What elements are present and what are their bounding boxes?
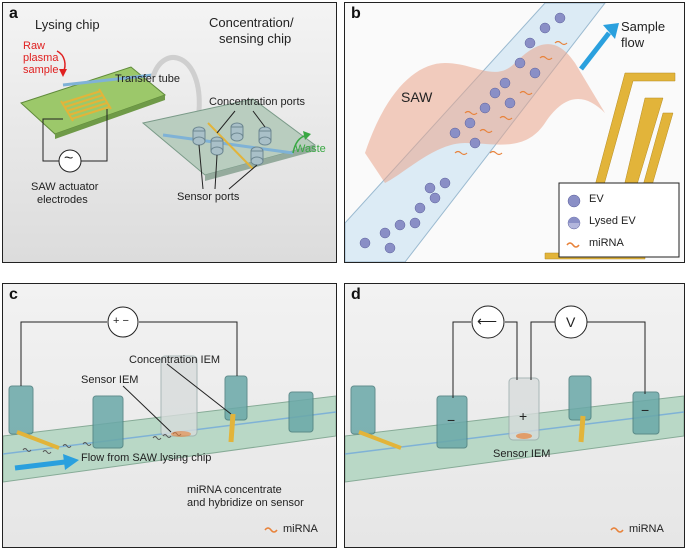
panel-d: d ⟵ V − + − Sensor IEM miRNA [344,283,685,548]
left-iem [358,430,402,450]
voltmeter-icon [554,305,588,339]
panel-b-letter: b [351,5,361,22]
power-source-icon [107,306,139,338]
mirna-strands [454,40,568,156]
legend-mirna-icon [566,242,580,248]
evs [359,12,566,254]
ac-symbol: ~ [64,150,74,167]
reservoirs [8,375,314,449]
legend-mirna-icon [610,527,624,533]
panel-c-letter: c [9,286,18,303]
sample-flow-label-2: flow [621,35,645,50]
transfer-tube [150,55,202,112]
ports [192,122,272,166]
mirna-concentrate-label-2: and hybridize on sensor [187,497,304,509]
sample-flow-label-1: Sample [621,19,666,34]
legend-mirna-label: miRNA [283,523,318,535]
minus-sign-right: − [641,402,650,418]
left-iem [16,430,60,450]
plus-minus-label: + − [113,315,129,327]
legend-ev-icon [567,194,581,208]
mirna-concentrate-label-1: miRNA concentrate [187,484,282,496]
lysing-channel [62,73,154,87]
concentration-iem [578,415,586,443]
raw-sample-label-1: Raw [23,40,46,52]
panel-b-drawing [345,3,680,262]
concentration-chip-label-1: Concentration/ [209,15,294,30]
waste-label: Waste [295,143,326,155]
panel-b: b SAW Sample flow EV Lysed EV miRNA [344,2,685,263]
sample-flow-arrow [579,31,611,71]
raw-sample-label-2: plasma [23,52,59,64]
concentration-ports-label: Concentration ports [209,96,305,108]
legend-ev-label: EV [589,193,604,205]
panel-a-drawing [20,50,317,190]
sensor-iem-label: Sensor IEM [493,448,551,460]
panel-a-letter: a [9,5,18,22]
legend-mirna-label: miRNA [589,237,624,249]
ac-source-icon [58,149,82,173]
sensor-ports-label: Sensor ports [177,191,240,203]
current-arrow-symbol: ⟵ [477,313,498,329]
saw-wave [365,44,605,183]
panel-d-letter: d [351,286,361,303]
saw-label: SAW [401,89,433,105]
sensor-iem-label: Sensor IEM [81,374,139,386]
concentration-iem-label: Concentration IEM [129,354,221,366]
idt-electrodes [60,88,112,122]
voltmeter-symbol: V [566,314,576,330]
concentration-iem [228,413,236,443]
flow-arrow [14,459,66,471]
concentration-chip-label-2: sensing chip [219,31,292,46]
circuit-wires [452,321,646,398]
panel-c: c + − Concentration IEM Sensor IEM Flow … [2,283,337,548]
saw-actuator-label-2: electrodes [37,194,88,206]
sensor-reservoir [508,377,540,441]
ammeter-icon [471,305,505,339]
ac-wires [42,109,108,162]
panel-a: a Lysing chip Concentration/ sensing chi… [2,2,337,263]
saw-actuator-label-1: SAW actuator [31,181,99,193]
sensor-reservoir [160,355,198,437]
plus-sign: + [519,408,528,424]
legend-lysed-ev-label: Lysed EV [589,215,636,227]
lysing-chip-label: Lysing chip [35,17,100,32]
raw-sample-label-3: sample [23,64,59,76]
minus-sign-left: − [447,412,456,428]
legend-mirna-label: miRNA [629,523,664,535]
panel-c-drawing [3,306,336,533]
circuit-wires [20,321,238,386]
flow-label: Flow from SAW lysing chip [81,452,212,464]
legend-mirna-icon [264,527,278,533]
panel-d-drawing [345,305,684,533]
transfer-tube-label: Transfer tube [115,73,181,85]
